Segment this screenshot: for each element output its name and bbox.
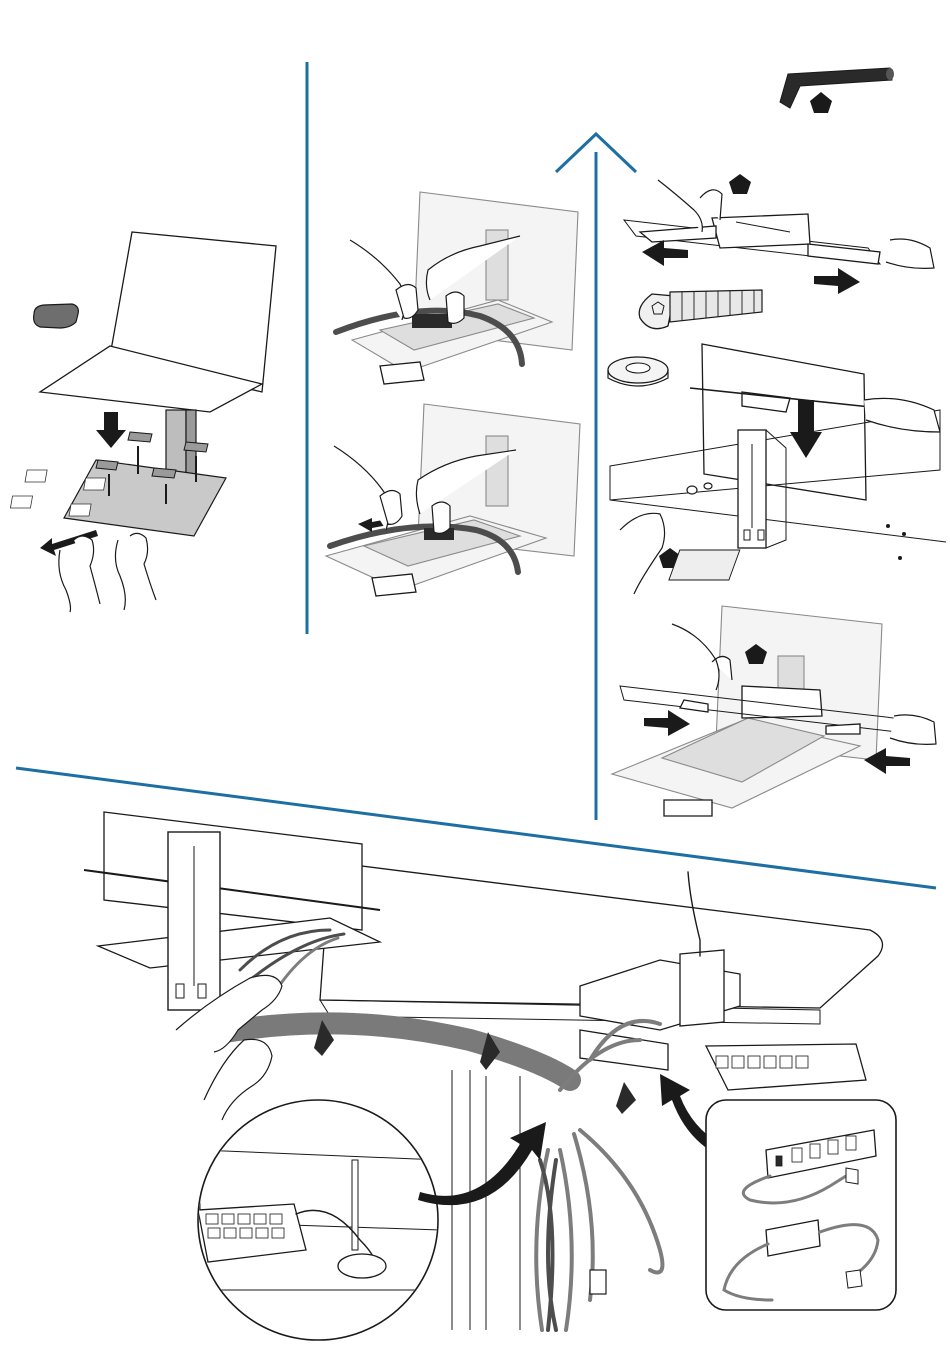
left-arrow-icon	[642, 240, 688, 266]
pentagon-marker-icon	[810, 92, 832, 113]
rubber-pad	[34, 304, 79, 328]
step-bracket-slide-out	[624, 174, 934, 294]
step-bracket-slide-in	[612, 606, 936, 816]
step-cable-management	[84, 812, 896, 1340]
right-arrow-icon	[814, 268, 860, 294]
hex-key-icon	[780, 68, 894, 108]
step-laptop-tray-mount	[10, 232, 276, 612]
curved-arrow-icon	[418, 1122, 546, 1205]
mouse	[338, 1254, 386, 1278]
bracket	[712, 214, 810, 248]
right-arrow-icon	[644, 710, 690, 736]
inset-power-devices	[706, 1100, 896, 1310]
button-head-screw	[639, 290, 762, 329]
inset-keyboard-mouse	[198, 1100, 440, 1340]
buckle	[412, 314, 452, 328]
step-strap-buckle-bottom	[326, 404, 580, 596]
washer	[608, 357, 668, 386]
tray-plate	[64, 460, 226, 536]
down-arrow-icon	[96, 412, 126, 448]
step-strap-buckle-top	[336, 192, 578, 384]
